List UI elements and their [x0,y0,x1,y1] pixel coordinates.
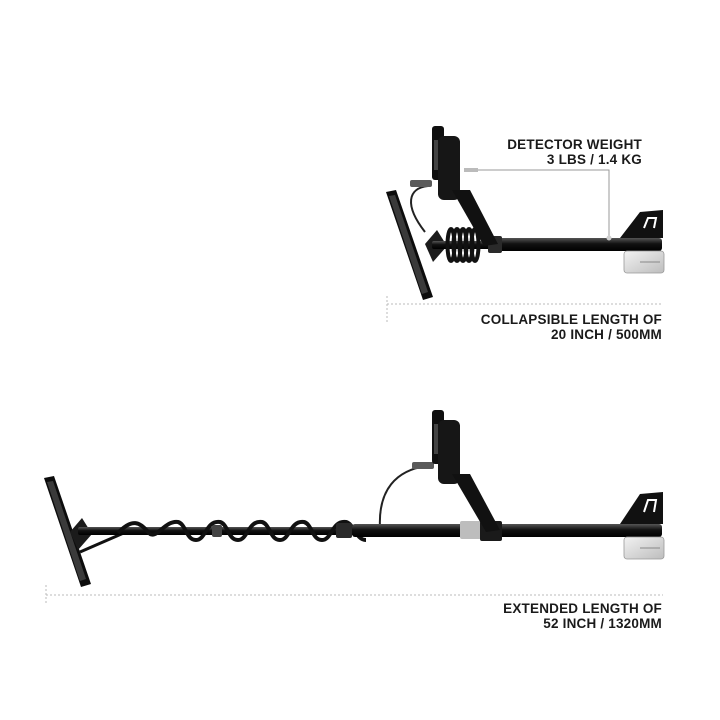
collapsed-arm-cuff [620,210,665,274]
extended-cable [378,465,428,529]
collapsed-cable [410,185,429,233]
extended-shaft-joint-1 [212,525,222,537]
collapsed-length-label: COLLAPSIBLE LENGTH OF 20 INCH / 500MM [481,312,662,342]
extended-shaft-joint-2 [336,523,352,538]
weight-label: DETECTOR WEIGHT 3 LBS / 1.4 KG [507,137,642,167]
extended-main-shaft [352,524,662,537]
collapsed-cable-connector [410,180,432,187]
extended-spiral-cable [116,519,367,543]
extended-cable-connector [412,462,434,469]
extended-search-coil [44,476,127,587]
extended-detector [44,410,665,605]
weight-label-value: 3 LBS / 1.4 KG [546,152,642,167]
collapsed-length-value: 20 INCH / 500MM [550,327,662,342]
extended-length-value: 52 INCH / 1320MM [543,616,662,631]
collapsed-main-shaft [488,238,662,251]
extended-control-box [432,410,500,532]
weight-pointer-line [464,169,610,238]
extended-length-label: EXTENDED LENGTH OF 52 INCH / 1320MM [503,601,662,631]
collapsed-detector [386,126,665,322]
collapsed-length-title: COLLAPSIBLE LENGTH OF [480,312,662,327]
collapsed-control-box [432,126,498,246]
weight-label-title: DETECTOR WEIGHT [507,137,642,152]
extended-arm-cuff [620,492,665,560]
extended-length-title: EXTENDED LENGTH OF [503,601,662,616]
